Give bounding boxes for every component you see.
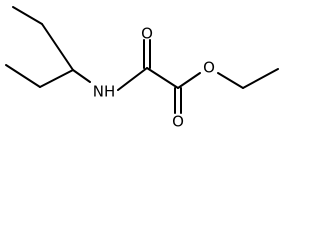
chemical-structure-diagram: O NH O O: [5, 6, 279, 131]
bond-nitrogen-to-carbonyl: [117, 67, 148, 91]
atom-oxygen-ester: O: [203, 59, 215, 77]
bond-ethyl-upper-2: [41, 23, 74, 71]
bond-ethyl-upper-1: [12, 6, 43, 25]
atom-nitrogen-nh: NH: [93, 83, 116, 101]
bond-carbonyl-to-ester-oxygen: [177, 72, 201, 89]
bond-ester-oxygen-to-ch2: [217, 72, 244, 89]
bond-ch2-to-ch3: [242, 68, 279, 89]
bond-ethyl-lower-2: [39, 69, 74, 88]
atom-oxygen-bottom: O: [172, 113, 184, 131]
atom-oxygen-top: O: [141, 25, 153, 43]
bond-ch-to-nitrogen: [72, 69, 91, 83]
bond-ethyl-lower-1: [5, 64, 41, 88]
bond-carbonyl-to-carbonyl: [146, 67, 179, 89]
